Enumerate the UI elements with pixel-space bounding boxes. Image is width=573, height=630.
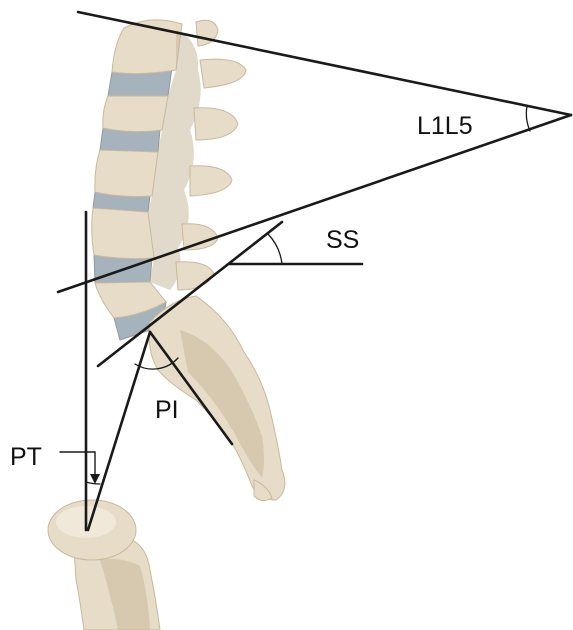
pt-pointer-leader xyxy=(60,452,95,478)
spinous-process-l3 xyxy=(190,166,232,196)
spinous-process-l5 xyxy=(176,262,214,290)
vertebra-l2 xyxy=(103,96,168,132)
spinous-process-l1b xyxy=(200,59,246,88)
vertebra-l3 xyxy=(95,150,158,197)
label-l1l5: L1L5 xyxy=(417,112,473,140)
label-pi: PI xyxy=(155,396,179,424)
l1l5-angle-arc xyxy=(526,106,530,131)
label-pt: PT xyxy=(10,443,42,471)
spinous-process-l2 xyxy=(194,108,238,140)
label-ss: SS xyxy=(326,226,359,254)
vertebra-l4 xyxy=(92,208,154,259)
spinous-process-l1 xyxy=(196,20,218,46)
pt-pointer-arrowhead xyxy=(90,474,100,484)
femur xyxy=(48,500,160,630)
ss-angle-arc xyxy=(268,234,282,264)
hip-axis-to-sacrum-line xyxy=(88,332,150,530)
vertebra-l1 xyxy=(112,20,182,74)
pt-angle-arc xyxy=(86,482,100,484)
lumbar-spine xyxy=(92,20,246,340)
